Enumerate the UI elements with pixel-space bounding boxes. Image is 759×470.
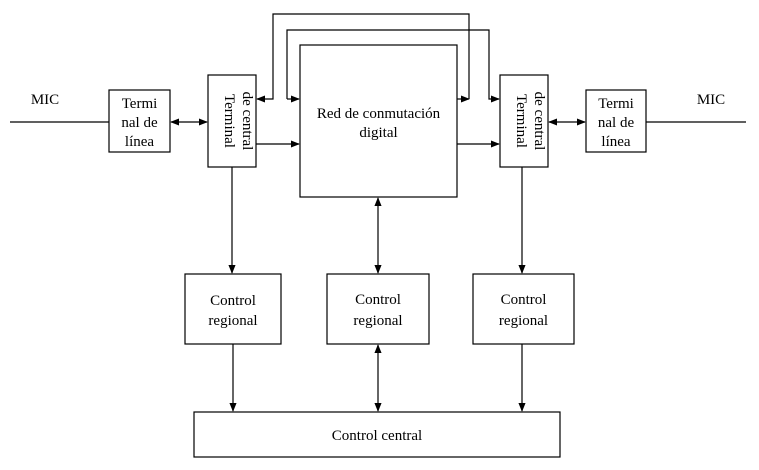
svg-text:Terminal: Terminal (513, 94, 529, 148)
terminal-de-central-left: Terminal de central (207, 74, 257, 168)
control-regional-middle: Control regional (326, 273, 430, 345)
svg-text:regional: regional (353, 313, 402, 329)
svg-text:digital: digital (359, 125, 397, 141)
mic-label-right: MIC (697, 92, 725, 108)
terminal-de-linea-left: Termi nal de línea (108, 89, 171, 153)
svg-text:Termi: Termi (598, 96, 634, 112)
red-de-conmutacion-digital: Red de conmutación digital (299, 44, 458, 198)
svg-text:regional: regional (499, 313, 548, 329)
terminal-de-central-right: Terminal de central (499, 74, 549, 168)
svg-text:nal de: nal de (598, 115, 635, 131)
svg-text:Control: Control (210, 293, 256, 309)
svg-text:Termi: Termi (122, 96, 158, 112)
control-central: Control central (193, 411, 561, 458)
terminal-de-linea-right: Termi nal de línea (585, 89, 647, 153)
svg-text:Red de conmutación: Red de conmutación (317, 106, 441, 122)
svg-text:regional: regional (208, 313, 257, 329)
svg-text:de central: de central (239, 92, 255, 151)
svg-text:Control: Control (355, 292, 401, 308)
inner-loop-path (286, 29, 500, 103)
svg-text:Control central: Control central (332, 428, 422, 444)
svg-text:Control: Control (501, 292, 547, 308)
mic-label-left: MIC (31, 92, 59, 108)
control-regional-right: Control regional (472, 273, 575, 345)
svg-text:línea: línea (125, 134, 154, 150)
svg-text:de central: de central (531, 92, 547, 151)
svg-text:línea: línea (601, 134, 630, 150)
outer-loop-path (256, 13, 470, 103)
svg-text:nal de: nal de (121, 115, 158, 131)
control-regional-left: Control regional (184, 273, 282, 345)
svg-text:Terminal: Terminal (221, 94, 237, 148)
